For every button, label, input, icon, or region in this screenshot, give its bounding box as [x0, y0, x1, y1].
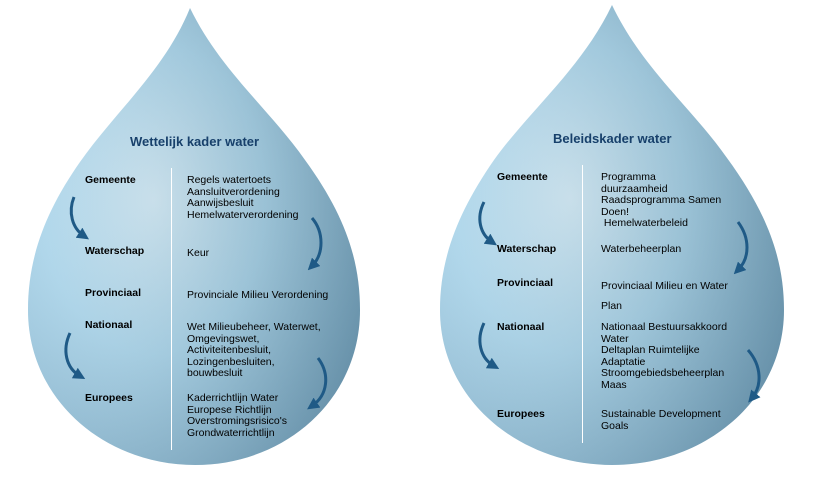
- right-items-waterschap: Waterbeheerplan: [601, 243, 682, 255]
- right-items-europees: Sustainable Development Goals: [601, 408, 721, 432]
- curved-arrow-icon: [733, 221, 749, 275]
- left-items-gemeente: Regels watertoets Aansluitverordening Aa…: [187, 174, 299, 221]
- right-level-waterschap: Waterschap: [497, 243, 557, 255]
- right-level-provinciaal: Provinciaal: [497, 277, 554, 289]
- right-title: Beleidskader water: [553, 131, 672, 146]
- right-items-nationaal: Nationaal Bestuursakkoord Water Deltapla…: [601, 321, 728, 391]
- curved-arrow-icon: [478, 322, 500, 369]
- left-level-nationaal: Nationaal: [85, 319, 133, 331]
- left-items-nationaal: Wet Milieubeheer, Waterwet, Omgevingswet…: [187, 321, 321, 379]
- curved-arrow-icon: [478, 201, 497, 246]
- left-items-europees: Kaderrichtlijn Water Europese Richtlijn …: [187, 392, 288, 439]
- left-drop: [28, 8, 360, 465]
- curved-arrow-icon: [307, 217, 323, 271]
- right-items-provinciaal: Provinciaal Milieu en Water Plan: [601, 280, 728, 312]
- right-level-gemeente: Gemeente: [497, 171, 548, 183]
- right-level-nationaal: Nationaal: [497, 321, 545, 333]
- left-divider: [171, 168, 172, 450]
- left-items-provinciaal: Provinciale Milieu Verordening: [187, 289, 329, 301]
- curved-arrow-icon: [64, 332, 86, 379]
- right-drop: [440, 5, 784, 465]
- curved-arrow-icon: [69, 196, 89, 240]
- left-items-waterschap: Keur: [187, 247, 210, 259]
- curved-arrow-icon: [307, 357, 328, 410]
- right-items-gemeente: Programma duurzaamheid Raadsprogramma Sa…: [601, 171, 722, 229]
- left-level-gemeente: Gemeente: [85, 174, 136, 186]
- curved-arrow-icon: [746, 349, 761, 403]
- right-divider: [582, 165, 583, 443]
- right-level-europees: Europees: [497, 408, 545, 420]
- left-level-waterschap: Waterschap: [85, 245, 145, 257]
- left-level-provinciaal: Provinciaal: [85, 287, 142, 299]
- left-title: Wettelijk kader water: [130, 134, 260, 149]
- left-level-europees: Europees: [85, 392, 133, 404]
